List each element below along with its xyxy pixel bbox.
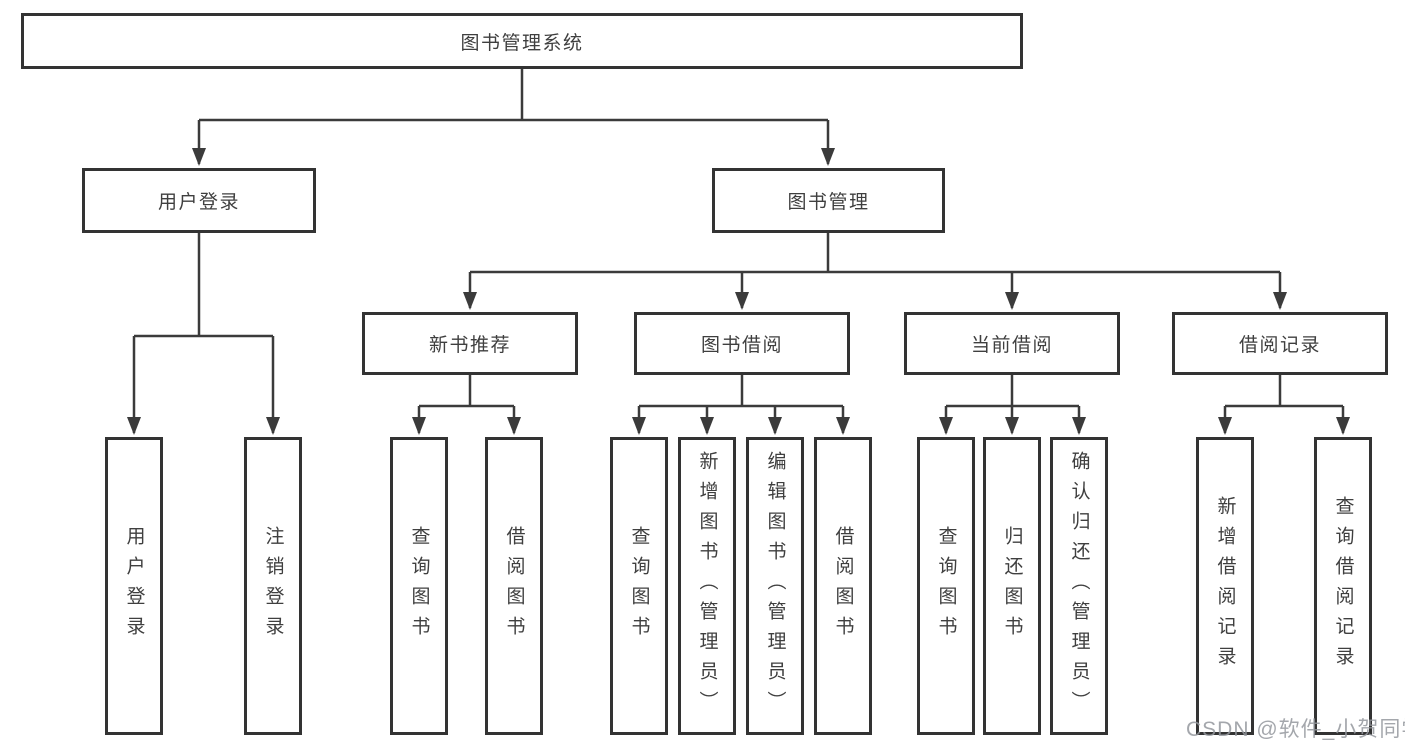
node-new-book-recommend-label: 新书推荐 [428, 335, 511, 356]
leaf-newbook-borrow-books: 借阅图书 [485, 437, 543, 735]
leaf-current-query-books-label: 查询图书 [935, 526, 957, 646]
leaf-borrow-edit-books-admin-label: 编辑图书（管理员） [764, 451, 786, 721]
leaf-borrow-add-books-admin-label: 新增图书（管理员） [696, 451, 718, 721]
node-new-book-recommend: 新书推荐 [362, 312, 578, 375]
leaf-borrow-query-books-label: 查询图书 [628, 526, 650, 646]
node-book-borrow-label: 图书借阅 [700, 335, 783, 356]
node-book-borrow: 图书借阅 [634, 312, 850, 375]
leaf-current-return-books: 归还图书 [983, 437, 1041, 735]
leaf-user-login: 用户登录 [105, 437, 163, 735]
leaf-logout-label: 注销登录 [262, 526, 284, 646]
leaf-user-login-label: 用户登录 [123, 526, 145, 646]
leaf-newbook-query-books-label: 查询图书 [408, 526, 430, 646]
csdn-watermark: CSDN @软件_小贺同学 [1186, 718, 1405, 741]
leaf-borrow-query-books: 查询图书 [610, 437, 668, 735]
leaf-current-return-books-label: 归还图书 [1001, 526, 1023, 646]
node-root-label: 图书管理系统 [460, 32, 584, 54]
leaf-borrow-edit-books-admin: 编辑图书（管理员） [746, 437, 804, 735]
node-user-login: 用户登录 [82, 168, 316, 233]
node-user-login-label: 用户登录 [157, 192, 240, 213]
leaf-logout: 注销登录 [244, 437, 302, 735]
node-borrow-records: 借阅记录 [1172, 312, 1388, 375]
node-root: 图书管理系统 [21, 13, 1023, 69]
leaf-current-confirm-return-admin: 确认归还（管理员） [1050, 437, 1108, 735]
leaf-borrow-add-books-admin: 新增图书（管理员） [678, 437, 736, 735]
node-borrow-records-label: 借阅记录 [1238, 335, 1321, 356]
leaf-current-confirm-return-admin-label: 确认归还（管理员） [1068, 451, 1090, 721]
leaf-records-add-record: 新增借阅记录 [1196, 437, 1254, 735]
leaf-records-query-record-label: 查询借阅记录 [1332, 496, 1354, 676]
leaf-borrow-borrow-books-label: 借阅图书 [832, 526, 854, 646]
node-current-borrow: 当前借阅 [904, 312, 1120, 375]
leaf-newbook-query-books: 查询图书 [390, 437, 448, 735]
leaf-newbook-borrow-books-label: 借阅图书 [503, 526, 525, 646]
node-current-borrow-label: 当前借阅 [970, 335, 1053, 356]
leaf-records-query-record: 查询借阅记录 [1314, 437, 1372, 735]
node-book-management-label: 图书管理 [787, 192, 870, 213]
leaf-current-query-books: 查询图书 [917, 437, 975, 735]
leaf-borrow-borrow-books: 借阅图书 [814, 437, 872, 735]
node-book-management: 图书管理 [712, 168, 945, 233]
leaf-records-add-record-label: 新增借阅记录 [1214, 496, 1236, 676]
